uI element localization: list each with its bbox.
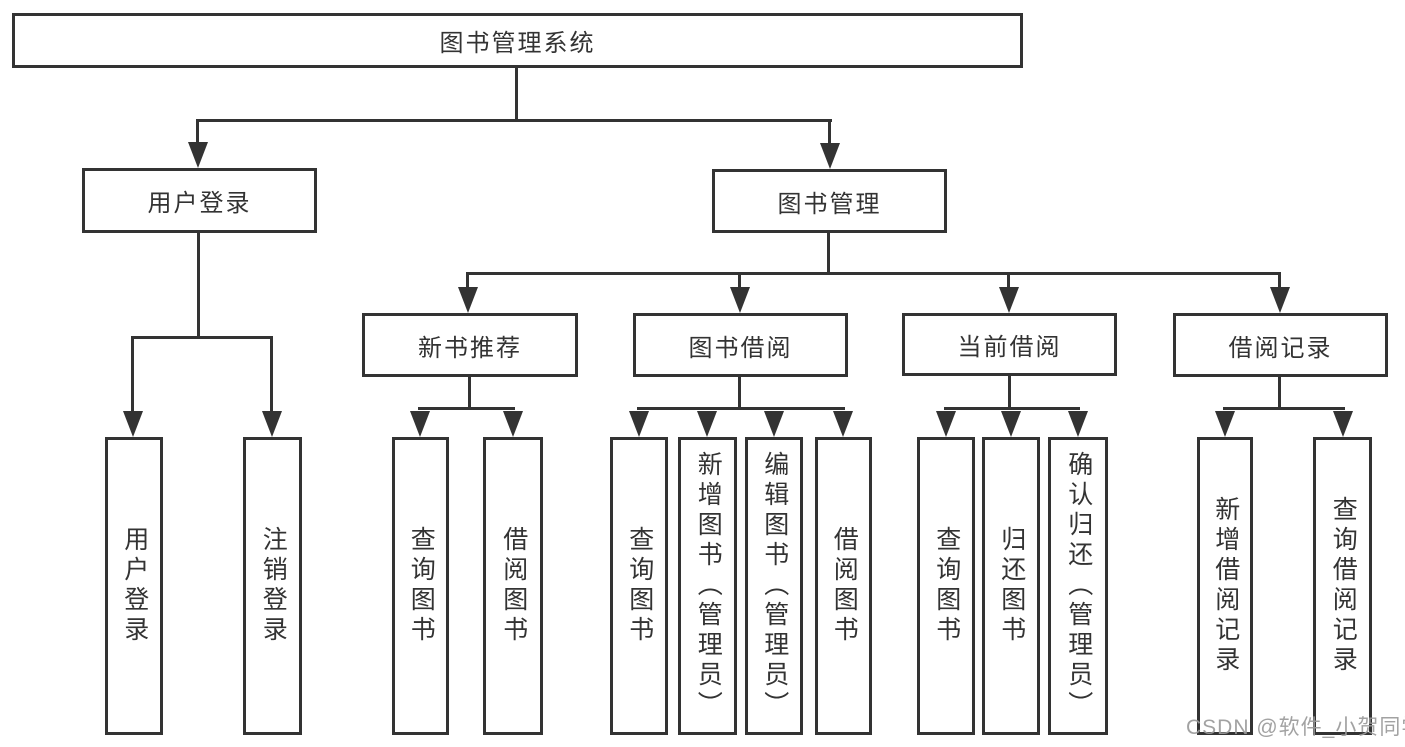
leaf-query-borrow-record: 查询借阅记录	[1313, 437, 1372, 735]
arrow-down-icon	[262, 411, 282, 437]
connector-vline	[466, 272, 469, 290]
connector-hline	[637, 407, 845, 410]
leaf-query-book-3: 查询图书	[917, 437, 975, 735]
connector-vline	[828, 119, 831, 147]
arrow-down-icon	[1068, 411, 1088, 437]
node-user-login-label: 用户登录	[147, 190, 252, 217]
connector-vline	[515, 68, 518, 122]
leaf-query-book-1: 查询图书	[392, 437, 449, 735]
leaf-add-borrow-record-label: 新增借阅记录	[1211, 496, 1240, 676]
node-book-borrowing: 图书借阅	[633, 313, 848, 377]
arrow-down-icon	[833, 411, 853, 437]
arrow-down-icon	[188, 142, 208, 168]
leaf-confirm-return-admin-label: 确认归还（管理员）	[1064, 451, 1093, 721]
node-book-management-label: 图书管理	[777, 190, 882, 218]
arrow-down-icon	[730, 287, 750, 313]
connector-vline	[738, 377, 741, 410]
connector-vline	[197, 233, 200, 339]
leaf-add-borrow-record: 新增借阅记录	[1197, 437, 1253, 735]
arrow-down-icon	[458, 287, 478, 313]
node-new-book-recommend: 新书推荐	[362, 313, 578, 377]
arrow-down-icon	[410, 411, 430, 437]
connector-vline	[1007, 272, 1010, 290]
connector-vline	[270, 336, 273, 414]
leaf-logout-label: 注销登录	[259, 526, 288, 646]
connector-hline	[196, 119, 832, 122]
connector-vline	[827, 233, 830, 275]
arrow-down-icon	[764, 411, 784, 437]
arrow-down-icon	[123, 411, 143, 437]
connector-hline	[1223, 407, 1345, 410]
connector-vline	[1278, 272, 1281, 290]
node-borrowing-records: 借阅记录	[1173, 313, 1388, 377]
leaf-edit-book-admin: 编辑图书（管理员）	[745, 437, 803, 735]
connector-vline	[131, 336, 134, 414]
watermark: CSDN @软件_小贺同学	[1186, 716, 1405, 739]
leaf-add-book-admin: 新增图书（管理员）	[678, 437, 737, 735]
node-book-borrowing-label: 图书借阅	[688, 334, 793, 362]
node-current-borrowing: 当前借阅	[902, 313, 1117, 376]
leaf-logout: 注销登录	[243, 437, 302, 735]
arrow-down-icon	[936, 411, 956, 437]
arrow-down-icon	[1215, 411, 1235, 437]
node-book-management: 图书管理	[712, 169, 947, 233]
leaf-query-book-1-label: 查询图书	[407, 526, 436, 646]
leaf-return-book: 归还图书	[982, 437, 1040, 735]
node-user-login: 用户登录	[82, 168, 317, 233]
leaf-borrow-book-1: 借阅图书	[483, 437, 543, 735]
arrow-down-icon	[697, 411, 717, 437]
arrow-down-icon	[1333, 411, 1353, 437]
leaf-borrow-book-1-label: 借阅图书	[499, 526, 528, 646]
leaf-query-book-3-label: 查询图书	[932, 526, 961, 646]
connector-hline	[466, 272, 1281, 275]
leaf-return-book-label: 归还图书	[997, 526, 1026, 646]
connector-hline	[131, 336, 273, 339]
leaf-query-book-2-label: 查询图书	[625, 526, 654, 646]
node-borrowing-records-label: 借阅记录	[1228, 334, 1333, 362]
leaf-query-book-2: 查询图书	[610, 437, 668, 735]
leaf-user-login: 用户登录	[105, 437, 163, 735]
leaf-borrow-book-2-label: 借阅图书	[830, 526, 859, 646]
leaf-add-book-admin-label: 新增图书（管理员）	[694, 451, 723, 721]
leaf-edit-book-admin-label: 编辑图书（管理员）	[760, 451, 789, 721]
connector-vline	[196, 119, 199, 147]
node-root: 图书管理系统	[12, 13, 1023, 68]
leaf-query-borrow-record-label: 查询借阅记录	[1329, 496, 1358, 676]
node-new-book-recommend-label: 新书推荐	[418, 334, 522, 362]
connector-vline	[468, 377, 471, 410]
connector-hline	[944, 407, 1080, 410]
arrow-down-icon	[1001, 411, 1021, 437]
arrow-down-icon	[999, 287, 1019, 313]
arrow-down-icon	[503, 411, 523, 437]
leaf-borrow-book-2: 借阅图书	[815, 437, 872, 735]
connector-vline	[1008, 376, 1011, 410]
node-current-borrowing-label: 当前借阅	[957, 334, 1062, 361]
connector-hline	[418, 407, 515, 410]
arrow-down-icon	[1270, 287, 1290, 313]
node-root-label: 图书管理系统	[439, 30, 596, 57]
arrow-down-icon	[820, 143, 840, 169]
leaf-confirm-return-admin: 确认归还（管理员）	[1048, 437, 1108, 735]
leaf-user-login-label: 用户登录	[120, 526, 149, 646]
connector-vline	[738, 272, 741, 290]
arrow-down-icon	[629, 411, 649, 437]
connector-vline	[1278, 377, 1281, 410]
